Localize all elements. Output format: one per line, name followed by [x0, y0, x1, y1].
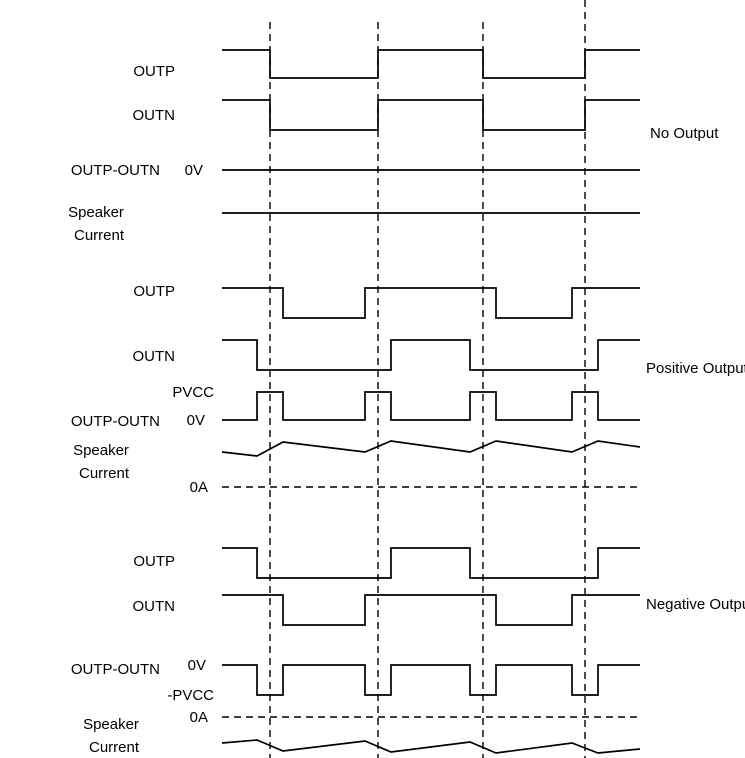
- label-0v-positive: 0V: [187, 412, 205, 429]
- label-0v-negative: 0V: [188, 657, 206, 674]
- label-outn-no-output: OUTN: [133, 107, 176, 124]
- label-outp-negative: OUTP: [133, 553, 175, 570]
- label-outp-no-output: OUTP: [133, 63, 175, 80]
- trace-outp-positive: [222, 287, 640, 319]
- label-current-no-output: Current: [74, 227, 125, 244]
- trace-outp-no-output: [222, 49, 640, 79]
- label-outp-outn-negative: OUTP-OUTN: [71, 661, 160, 678]
- label-0a-positive: 0A: [190, 479, 208, 496]
- label-speaker-positive: Speaker: [73, 442, 129, 459]
- label-outp-outn-no-output: OUTP-OUTN: [71, 162, 160, 179]
- label-no-output: No Output: [650, 125, 719, 142]
- trace-outp-outn-positive: [222, 391, 640, 421]
- label-outp-positive: OUTP: [133, 283, 175, 300]
- label-minus-pvcc-negative: -PVCC: [167, 687, 214, 704]
- label-positive-output: Positive Output: [646, 360, 745, 377]
- label-outn-negative: OUTN: [133, 598, 176, 615]
- label-current-negative: Current: [89, 739, 140, 756]
- label-speaker-negative: Speaker: [83, 716, 139, 733]
- label-0a-negative: 0A: [190, 709, 208, 726]
- label-current-positive: Current: [79, 465, 130, 482]
- trace-outp-outn-negative: [222, 664, 640, 696]
- trace-outn-negative: [222, 594, 640, 626]
- label-outp-outn-positive: OUTP-OUTN: [71, 413, 160, 430]
- label-speaker-no-output: Speaker: [68, 204, 124, 221]
- trace-speaker-current-negative: [221, 739, 641, 754]
- trace-outn-positive: [222, 339, 640, 371]
- label-0v-no-output: 0V: [185, 162, 203, 179]
- trace-outp-negative: [222, 547, 640, 579]
- label-outn-positive: OUTN: [133, 348, 176, 365]
- label-negative-output: Negative Output: [646, 596, 745, 613]
- trace-speaker-current-positive: [221, 440, 641, 457]
- label-pvcc-positive: PVCC: [172, 384, 214, 401]
- trace-outn-no-output: [222, 99, 640, 131]
